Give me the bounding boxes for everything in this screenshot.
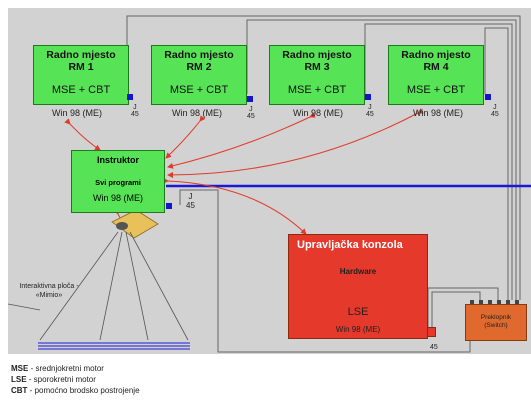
console-title: Upravljačka konzola <box>297 239 403 251</box>
legend-item: MSE - srednjokretni motor <box>11 364 104 373</box>
rj45-jack-icon <box>365 94 371 100</box>
instructor-subtitle: Svi programi <box>95 178 141 187</box>
console-lse: LSE <box>347 306 369 318</box>
network-switch: Preklopnik(Switch) <box>465 304 527 341</box>
instructor-title: Instruktor <box>96 155 139 165</box>
console-jack-icon <box>427 327 436 337</box>
switch-label: Preklopnik(Switch) <box>480 314 512 329</box>
interactive-board-icon <box>38 342 190 350</box>
workstation-os: Win 98 (ME) <box>413 108 464 118</box>
workstation-os: Win 98 (ME) <box>293 108 344 118</box>
rj45-jack-icon <box>485 94 491 100</box>
switch-ports <box>470 300 519 304</box>
legend-item: LSE - sporokretni motor <box>11 375 96 384</box>
rj45-jack-icon <box>127 94 133 100</box>
projector-icon <box>111 209 159 239</box>
console-jack-label: 45 <box>430 344 438 351</box>
control-arrows <box>64 108 424 235</box>
control-console: Upravljačka konzola Hardware LSE Win 98 … <box>288 234 428 339</box>
workstation-software: MSE + CBT <box>51 84 111 96</box>
workstation-software: MSE + CBT <box>169 84 229 96</box>
instructor-station: Instruktor Svi programi Win 98 (ME) <box>71 150 165 213</box>
rj45-jack-icon <box>247 96 253 102</box>
workstation-os: Win 98 (ME) <box>52 108 103 118</box>
workstation-software: MSE + CBT <box>406 84 466 96</box>
workstation-software: MSE + CBT <box>287 84 347 96</box>
projection-beams <box>7 231 189 341</box>
workstation-os: Win 98 (ME) <box>172 108 223 118</box>
interactive-board-label: Interaktivna ploča -«Mimio» <box>19 283 79 299</box>
instructor-os: Win 98 (ME) <box>92 193 143 203</box>
rj45-jack-icon <box>166 203 172 209</box>
console-hardware: Hardware <box>339 267 377 276</box>
legend-item: CBT - pomoćno brodsko postrojenje <box>11 386 140 395</box>
console-os: Win 98 (ME) <box>335 325 381 334</box>
